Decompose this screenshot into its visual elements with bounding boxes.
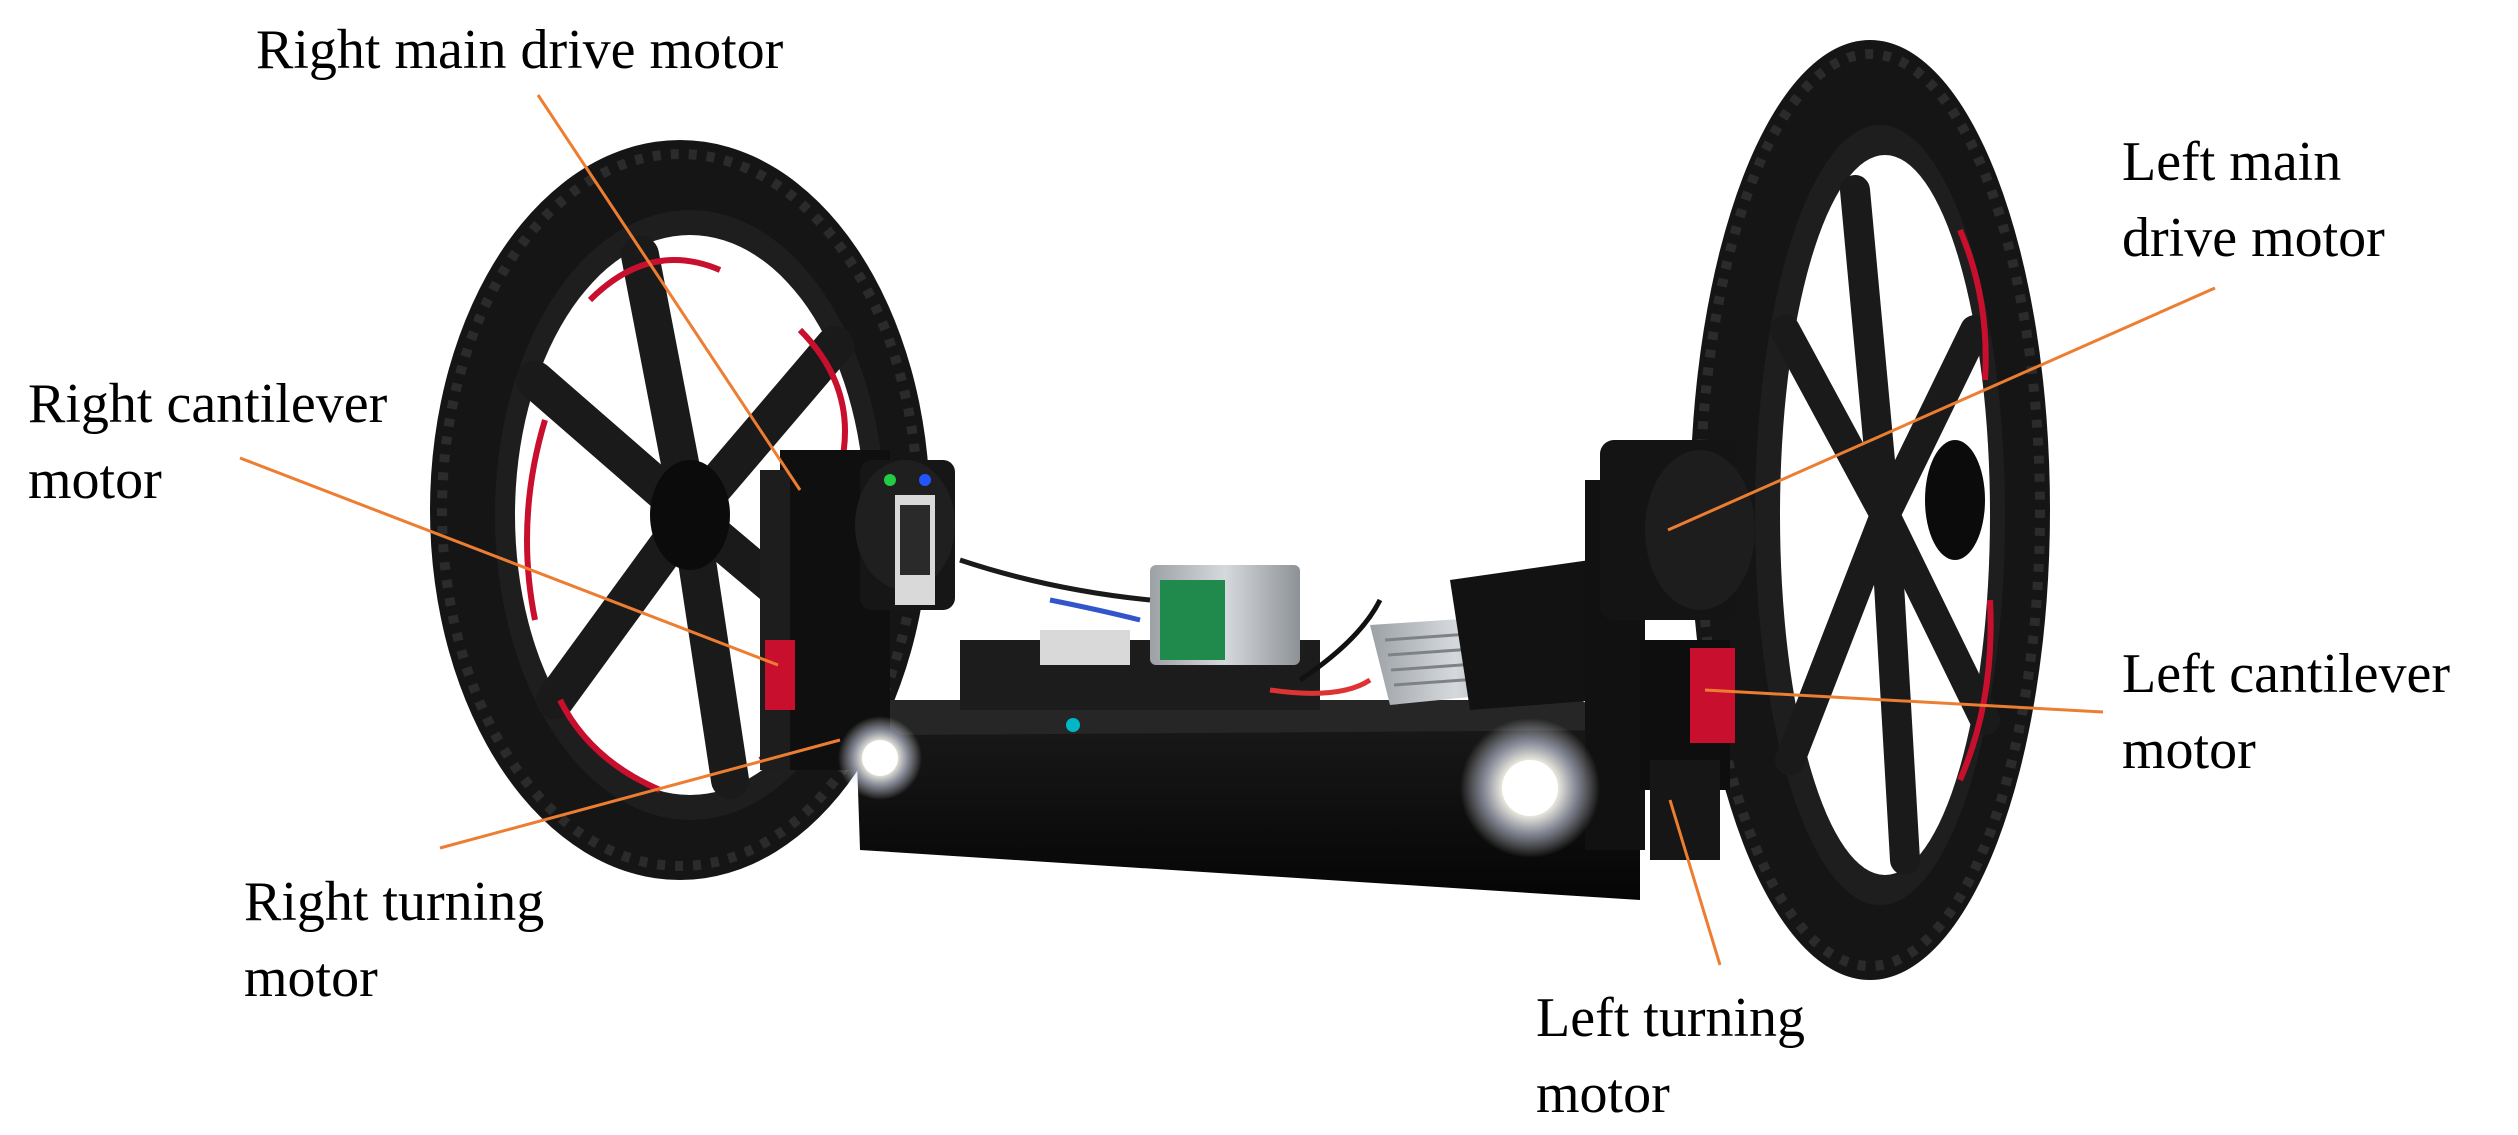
label-line: motor [28, 449, 162, 511]
label-line: Left main [2122, 131, 2342, 193]
label-left-cantilever-motor: Left cantilever motor [2122, 636, 2450, 788]
headlights [838, 716, 1600, 858]
right-motor-frame [760, 450, 1080, 770]
leader-line-right-turning [439, 738, 841, 850]
label-line: Right turning [244, 871, 545, 933]
leader-line-left-main-drive [1667, 286, 2216, 532]
left-wheel [1690, 40, 2050, 980]
label-right-main-drive-motor: Right main drive motor [256, 12, 783, 88]
leader-line-left-turning [1668, 799, 1722, 966]
chassis [855, 557, 1640, 900]
label-line: Right main drive motor [256, 19, 784, 81]
label-line: motor [1536, 1063, 1670, 1125]
label-line: motor [244, 947, 378, 1009]
leader-line-right-cantilever [239, 456, 779, 667]
label-line: Right cantilever [28, 373, 388, 435]
label-line: motor [2122, 719, 2256, 781]
label-right-cantilever-motor: Right cantilever motor [28, 366, 387, 518]
label-right-turning-motor: Right turning motor [244, 864, 544, 1016]
leader-line-right-main-drive [536, 94, 802, 491]
label-line: Left turning [1536, 987, 1806, 1049]
label-line: Left cantilever [2122, 643, 2451, 705]
robot-illustration [430, 40, 2050, 980]
label-left-main-drive-motor: Left main drive motor [2122, 124, 2385, 276]
label-line: drive motor [2122, 207, 2385, 269]
label-left-turning-motor: Left turning motor [1536, 980, 1805, 1132]
leader-lines [239, 94, 2216, 966]
leader-line-left-cantilever [1704, 688, 2104, 714]
